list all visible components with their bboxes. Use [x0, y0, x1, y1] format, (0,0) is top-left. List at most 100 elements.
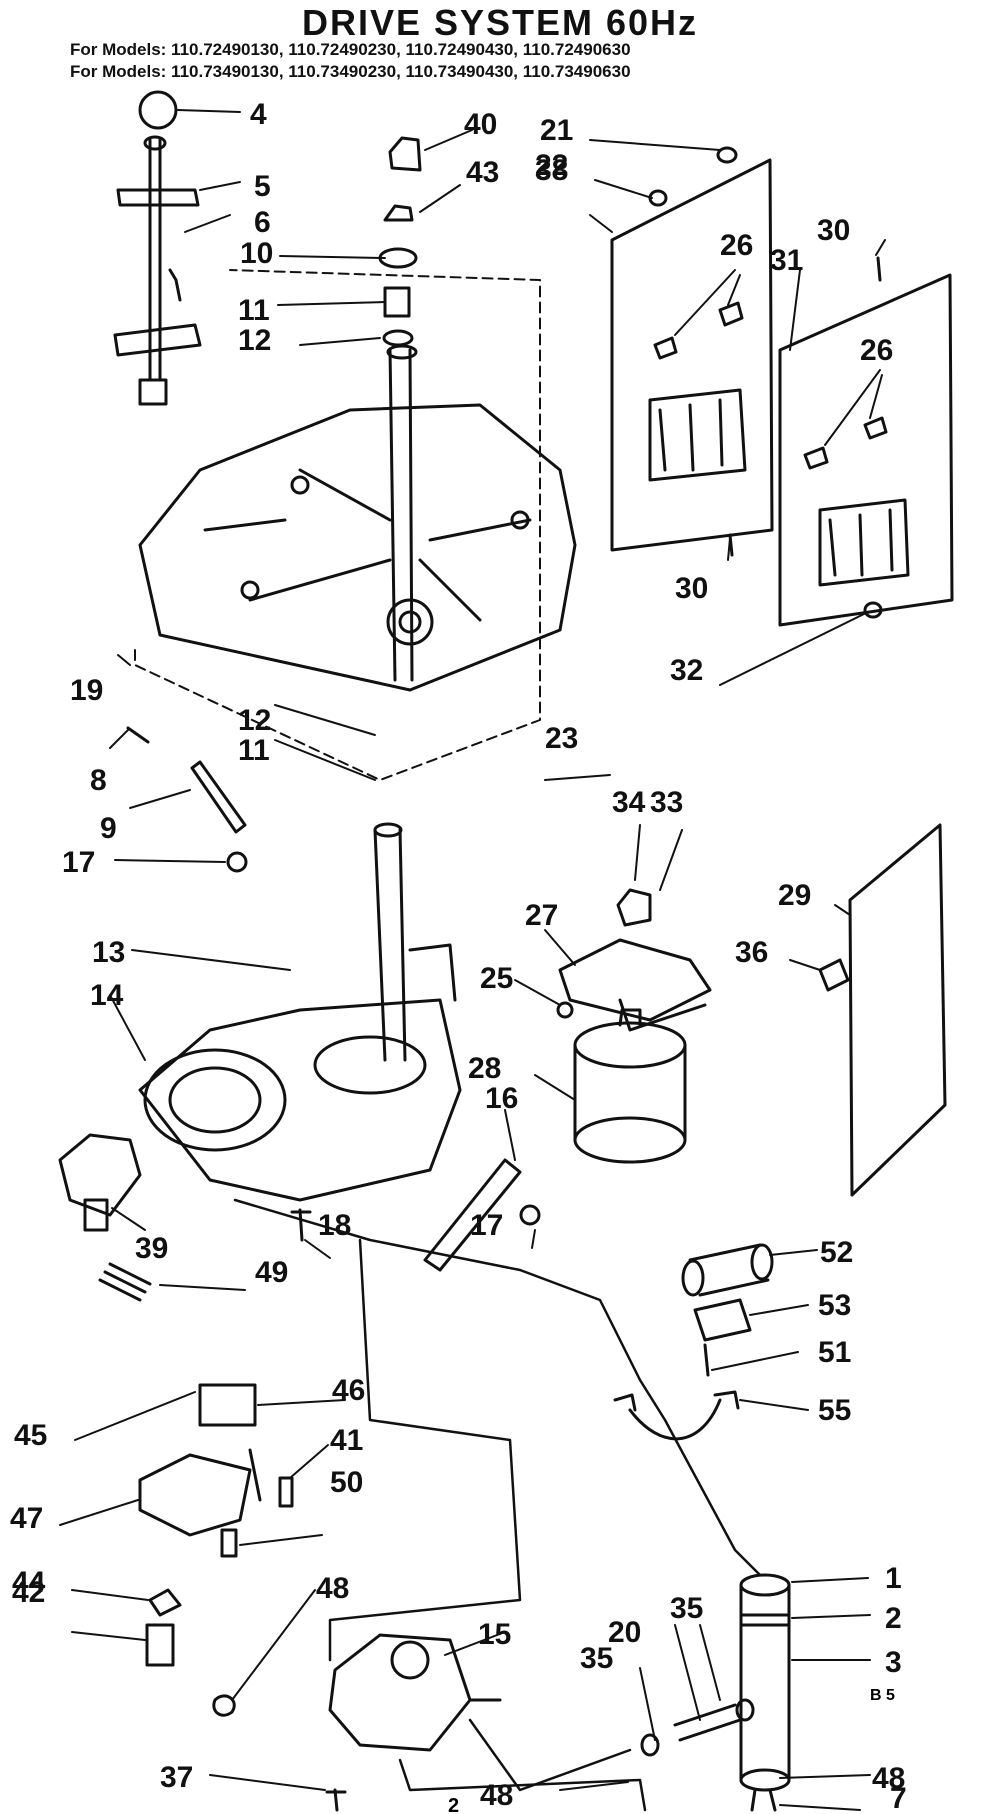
- lid-switch-bracket-drawing: [138, 1383, 294, 1558]
- part-6-screw-drawing: [168, 268, 182, 302]
- callout-50: 50: [330, 1466, 363, 1499]
- callout-40: 40: [464, 108, 497, 141]
- callout-49: 49: [255, 1256, 288, 1289]
- callout-12: 12: [238, 704, 271, 737]
- callout-26: 26: [720, 229, 753, 262]
- callout-48: 48: [316, 1572, 349, 1605]
- callout-13: 13: [92, 936, 125, 969]
- part-37-screw-drawing: [325, 1788, 347, 1812]
- part-5-shaft-bracket-drawing: [113, 135, 202, 406]
- callout-4: 4: [250, 98, 267, 131]
- callout-48: 48: [480, 1779, 513, 1812]
- callout-42: 42: [12, 1576, 45, 1609]
- callout-45: 45: [14, 1419, 47, 1452]
- callout-39: 39: [135, 1232, 168, 1265]
- callout-30: 30: [675, 572, 708, 605]
- callout-37: 37: [160, 1761, 193, 1794]
- part-49-spring-drawing: [98, 1262, 152, 1302]
- part-27-bracket-drawing: [556, 938, 712, 1032]
- callout-16: 16: [485, 1082, 518, 1115]
- part-31-panel-drawing: [778, 273, 954, 627]
- tubing-route-3: [468, 1718, 632, 1792]
- callout-32: 32: [670, 654, 703, 687]
- callout-7: 7: [890, 1782, 907, 1814]
- callout-26: 26: [860, 334, 893, 367]
- callout-17: 17: [470, 1209, 503, 1242]
- callout-48: 48: [872, 1762, 905, 1795]
- diagram-title: DRIVE SYSTEM 60Hz: [301, 2, 699, 43]
- callout-52: 52: [820, 1236, 853, 1269]
- parts-40-43-10-11-12-drawing: [378, 136, 422, 347]
- part-39-bracket-drawing: [58, 1133, 142, 1232]
- models-line-2: For Models: 110.73490130, 110.73490230, …: [70, 62, 631, 81]
- callout-3: 3: [885, 1646, 902, 1679]
- leader-lines: [59, 109, 886, 1811]
- callout-30: 30: [817, 214, 850, 247]
- part-15-valve-drawing: [328, 1633, 502, 1752]
- part-4-cap-drawing: [138, 90, 178, 130]
- callout-36: 36: [735, 936, 768, 969]
- callout-35: 35: [670, 1592, 703, 1625]
- page-mark-footer: 2: [448, 1795, 459, 1814]
- callout-1: 1: [885, 1562, 902, 1595]
- base-dashed-outline: [134, 269, 541, 781]
- hose-20-drawing: [640, 1698, 755, 1757]
- tubing-route-1: [233, 1198, 762, 1577]
- callout-28: 28: [468, 1052, 501, 1085]
- part-22-panel-drawing: [610, 158, 774, 552]
- part-36-clip-drawing: [818, 958, 850, 992]
- drain-hose-drawing: [739, 1573, 791, 1812]
- callout-33: 33: [650, 786, 683, 819]
- callout-35: 35: [580, 1642, 613, 1675]
- callout-14: 14: [90, 979, 124, 1012]
- callout-18: 18: [318, 1209, 351, 1242]
- callout-31: 31: [770, 244, 803, 277]
- part-14-gear-case-drawing: [138, 822, 462, 1202]
- callout-12: 12: [238, 324, 271, 357]
- callout-27: 27: [525, 899, 558, 932]
- callout-41: 41: [330, 1424, 363, 1457]
- tubing-route-2: [328, 1238, 522, 1662]
- models-line-1: For Models: 110.72490130, 110.72490230, …: [70, 40, 631, 59]
- callout-17: 17: [62, 846, 95, 879]
- callout-9: 9: [100, 812, 117, 845]
- tubing-route-4: [398, 1758, 647, 1812]
- capacitor-assembly-drawing: [613, 1243, 774, 1441]
- callout-8: 8: [90, 764, 107, 797]
- parts-44-42-drawing: [145, 1588, 182, 1667]
- callout-23: 23: [545, 722, 578, 755]
- callout-55: 55: [818, 1394, 851, 1427]
- callout-46: 46: [332, 1374, 365, 1407]
- callout-51: 51: [818, 1336, 851, 1369]
- callout-2: 2: [885, 1602, 902, 1635]
- callout-11: 11: [238, 294, 270, 327]
- callout-29: 29: [778, 879, 811, 912]
- part-29-panel-drawing: [848, 823, 947, 1197]
- callout-10: 10: [240, 237, 273, 270]
- part-26-clips-drawing: [653, 301, 888, 470]
- part-48-clamp-drawing: [212, 1694, 236, 1717]
- callout-25: 25: [480, 962, 513, 995]
- callout-19: 19: [70, 674, 103, 707]
- callout-20: 20: [608, 1616, 641, 1649]
- part-28-motor-drawing: [573, 1008, 687, 1164]
- page-mark-corner: B 5: [870, 1687, 895, 1704]
- callout-11: 11: [238, 734, 270, 767]
- parts-33-34-nut-drawing: [616, 888, 652, 927]
- callout-21: 21: [540, 114, 573, 147]
- callout-34: 34: [612, 786, 646, 819]
- callout-47: 47: [10, 1502, 43, 1535]
- callout-38: 38: [535, 154, 568, 187]
- tub-base-drawing: [138, 344, 577, 692]
- callout-15: 15: [478, 1618, 511, 1651]
- callout-44: 44: [12, 1566, 46, 1599]
- part-9-bracket-drawing: [126, 726, 248, 873]
- part-16-brace-drawing: [423, 1158, 541, 1272]
- callout-22: 22: [535, 149, 568, 182]
- callout-53: 53: [818, 1289, 851, 1322]
- part-18-screw-drawing: [290, 1208, 312, 1242]
- callout-43: 43: [466, 156, 499, 189]
- callout-6: 6: [254, 206, 271, 239]
